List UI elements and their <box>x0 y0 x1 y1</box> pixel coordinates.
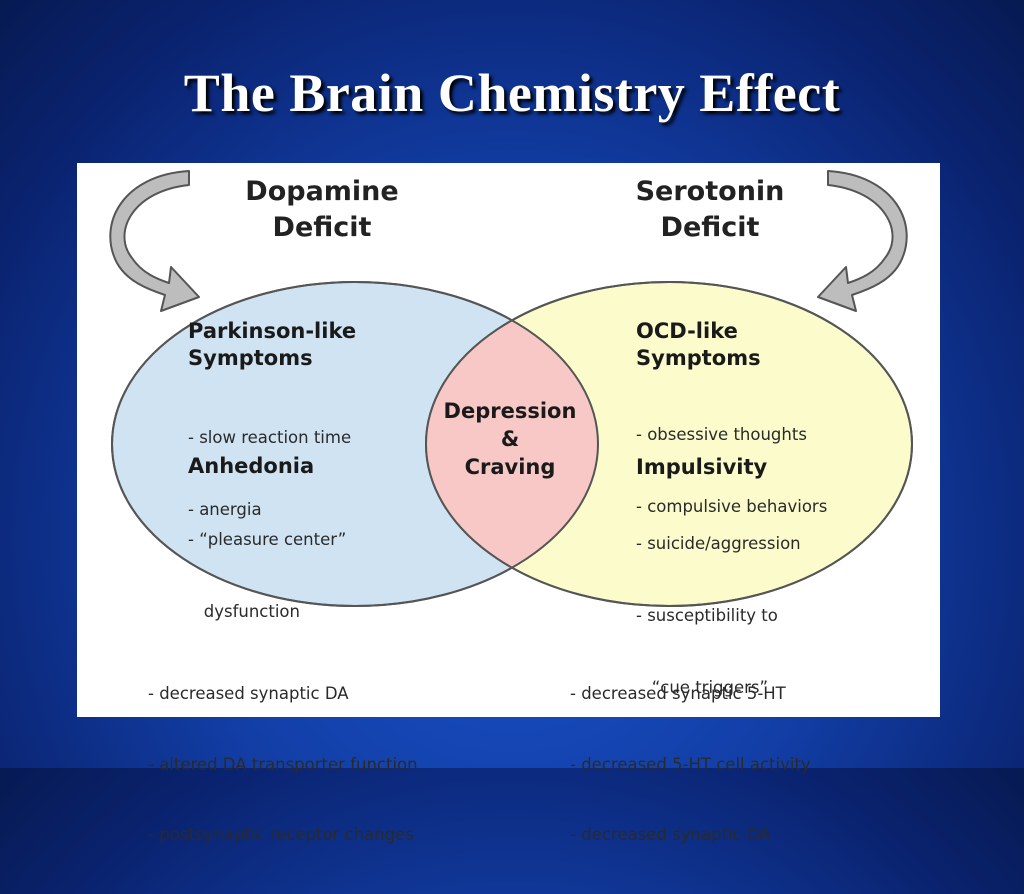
parkinson-title: Parkinson-like Symptoms <box>188 319 357 370</box>
curved-arrow-right-icon <box>817 170 908 312</box>
ocd-title: OCD-like Symptoms <box>636 319 761 370</box>
slide-title: The Brain Chemistry Effect <box>183 63 841 123</box>
ocd-items: - obsessive thoughts - compulsive behavi… <box>636 425 828 516</box>
venn-diagram <box>109 170 913 607</box>
impulsivity-title: Impulsivity <box>636 455 768 479</box>
serotonin-header: Serotonin Deficit <box>635 176 785 243</box>
dopamine-mechanisms: - decreased synaptic DA - altered DA tra… <box>148 684 418 844</box>
overlap-region <box>426 282 598 606</box>
curved-arrow-left-icon <box>109 170 200 312</box>
anhedonia-items: - “pleasure center” dysfunction <box>188 530 347 621</box>
impulsivity-items: - suicide/aggression - susceptibility to… <box>636 534 801 697</box>
diagram-panel: Dopamine Deficit Serotonin Deficit Parki… <box>77 163 940 844</box>
serotonin-mechanisms: - decreased synaptic 5-HT - decreased 5-… <box>570 684 811 844</box>
dopamine-header: Dopamine Deficit <box>245 176 399 243</box>
anhedonia-title: Anhedonia <box>188 454 315 478</box>
overlap-label: Depression & Craving <box>443 399 577 479</box>
parkinson-items: - slow reaction time - anergia <box>188 428 352 519</box>
